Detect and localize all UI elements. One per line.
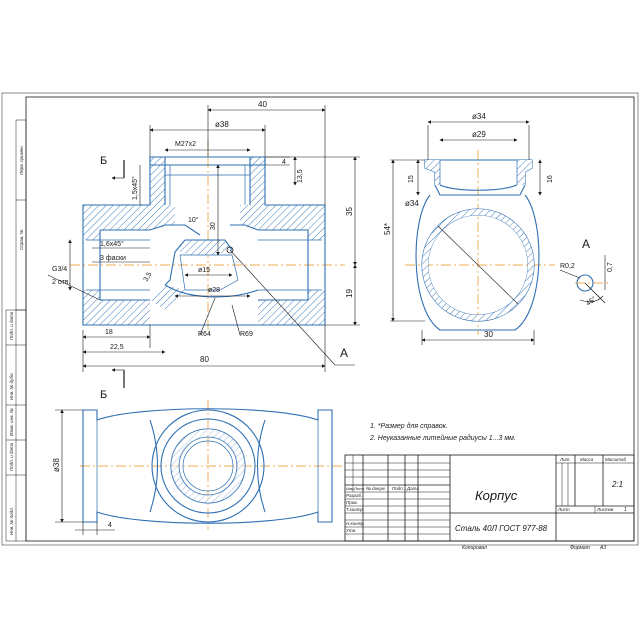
dim-d15: ø15 bbox=[198, 267, 210, 274]
side-dim-54: 54* bbox=[383, 223, 392, 235]
tb-listov: Листов bbox=[596, 507, 614, 512]
side-view bbox=[405, 150, 555, 335]
detail-a: А R0,2 0,7 45° bbox=[559, 237, 614, 308]
tb-col-izm: Изм. bbox=[346, 486, 355, 491]
dim-40: 40 bbox=[258, 100, 267, 109]
tb-format-value: А3 bbox=[599, 545, 606, 551]
tb-row-tkontr: Т.контр. bbox=[346, 507, 364, 512]
dim-35: 35 bbox=[345, 207, 354, 216]
dim-r64: R64 bbox=[198, 331, 211, 338]
dim-10deg: 10° bbox=[188, 216, 199, 224]
part-name: Корпус bbox=[475, 488, 518, 503]
title-block-text: Изм. Лист № докум. Подп. Дата Разраб. Пр… bbox=[346, 457, 627, 551]
tb-col-data: Дата bbox=[406, 486, 419, 491]
technical-notes: 1. *Размер для справок. 2. Неуказанные л… bbox=[369, 422, 516, 442]
section-mark-b-bottom: Б bbox=[100, 389, 107, 401]
section-markers: Б Б А bbox=[100, 155, 348, 401]
section-mark-b-top: Б bbox=[100, 155, 107, 167]
dim-m27: M27x2 bbox=[175, 141, 196, 148]
plan-dim-d38: ø38 bbox=[52, 458, 61, 472]
strip-label: Инв. № подл. bbox=[9, 507, 14, 535]
side-dim-30: 30 bbox=[484, 330, 493, 339]
tb-format: Формат bbox=[570, 545, 590, 551]
detail-a-r02: R0,2 bbox=[560, 263, 575, 270]
dim-3-5: 3,5 bbox=[143, 271, 154, 283]
tb-col-podp: Подп. bbox=[392, 486, 404, 491]
dim-d28: ø28 bbox=[208, 287, 220, 294]
part-material: Сталь 40Л ГОСТ 977-88 bbox=[455, 524, 548, 533]
left-strip-labels: Перв. примен. Справ. № Подп. и дата Инв.… bbox=[9, 145, 24, 535]
note-2: 2. Неуказанные литейные радиусы 1...3 мм… bbox=[369, 434, 516, 442]
main-section-view bbox=[70, 140, 345, 330]
tb-list: Лист bbox=[557, 507, 570, 512]
dim-d38: ø38 bbox=[215, 120, 229, 129]
tb-col-docnum: № докум. bbox=[366, 486, 386, 491]
strip-label: Справ. № bbox=[19, 229, 24, 250]
strip-label: Инв. № дубл. bbox=[9, 372, 14, 400]
plan-view-dimensions: ø38 4 bbox=[52, 409, 115, 535]
dim-15x45: 1,5x45° bbox=[131, 176, 139, 200]
side-dim-16: 16 bbox=[547, 175, 554, 183]
strip-label: Перв. примен. bbox=[19, 145, 24, 175]
tb-kopiroval: Копировал bbox=[462, 545, 487, 551]
detail-a-label: А bbox=[582, 237, 590, 251]
dim-2-otv: 2 отв. bbox=[52, 279, 71, 286]
dim-r69: R69 bbox=[240, 331, 253, 338]
section-mark-a: А bbox=[340, 346, 348, 360]
dim-3-fasky: 3 фаски bbox=[100, 255, 126, 262]
side-dim-15: 15 bbox=[408, 175, 415, 183]
plan-dim-4: 4 bbox=[108, 522, 112, 529]
tb-row-razrab: Разраб. bbox=[346, 493, 362, 498]
tb-row-prov: Пров. bbox=[346, 500, 358, 505]
note-1: 1. *Размер для справок. bbox=[370, 422, 448, 430]
side-view-dimensions: ø34 ø29 15 16 ø34 54* 30 bbox=[383, 112, 554, 345]
tb-row-utv: Утв. bbox=[346, 528, 356, 533]
tb-listov-value: 1 bbox=[624, 507, 627, 513]
title-block bbox=[344, 454, 635, 542]
tb-scale-value: 2:1 bbox=[611, 480, 623, 489]
dim-80: 80 bbox=[200, 355, 209, 364]
dim-19: 19 bbox=[345, 289, 354, 298]
side-dim-d29: ø29 bbox=[472, 130, 486, 139]
main-view-dimensions: 40 ø38 M27x2 4 13,5 35 19 1,5x45° 10° 30 bbox=[47, 100, 360, 372]
dim-13-5: 13,5 bbox=[297, 169, 304, 183]
dim-16x45: 1,6x45° bbox=[100, 240, 124, 248]
sheet-frame bbox=[1, 92, 639, 546]
strip-label: Взам. инв. № bbox=[9, 408, 14, 436]
dim-22-5: 22,5 bbox=[110, 344, 124, 351]
dim-18: 18 bbox=[105, 329, 113, 336]
strip-label: Подп. и дата bbox=[9, 442, 14, 471]
tb-col-list: Лист bbox=[353, 486, 365, 491]
side-dim-d34-circle: ø34 bbox=[405, 199, 419, 208]
tb-row-nkontr: Н.контр. bbox=[346, 521, 365, 526]
tb-lit: Лит. bbox=[559, 457, 571, 462]
dim-4: 4 bbox=[282, 159, 286, 166]
plan-view bbox=[80, 400, 345, 530]
dim-30: 30 bbox=[210, 222, 217, 230]
side-dim-d34-top: ø34 bbox=[472, 112, 486, 121]
tb-massa: Масса bbox=[580, 457, 594, 462]
detail-a-07: 0,7 bbox=[607, 262, 614, 272]
dim-g34: G3/4 bbox=[52, 266, 67, 273]
tb-masshtab: Масштаб bbox=[605, 457, 626, 462]
strip-label: Подп. и дата bbox=[9, 311, 14, 340]
